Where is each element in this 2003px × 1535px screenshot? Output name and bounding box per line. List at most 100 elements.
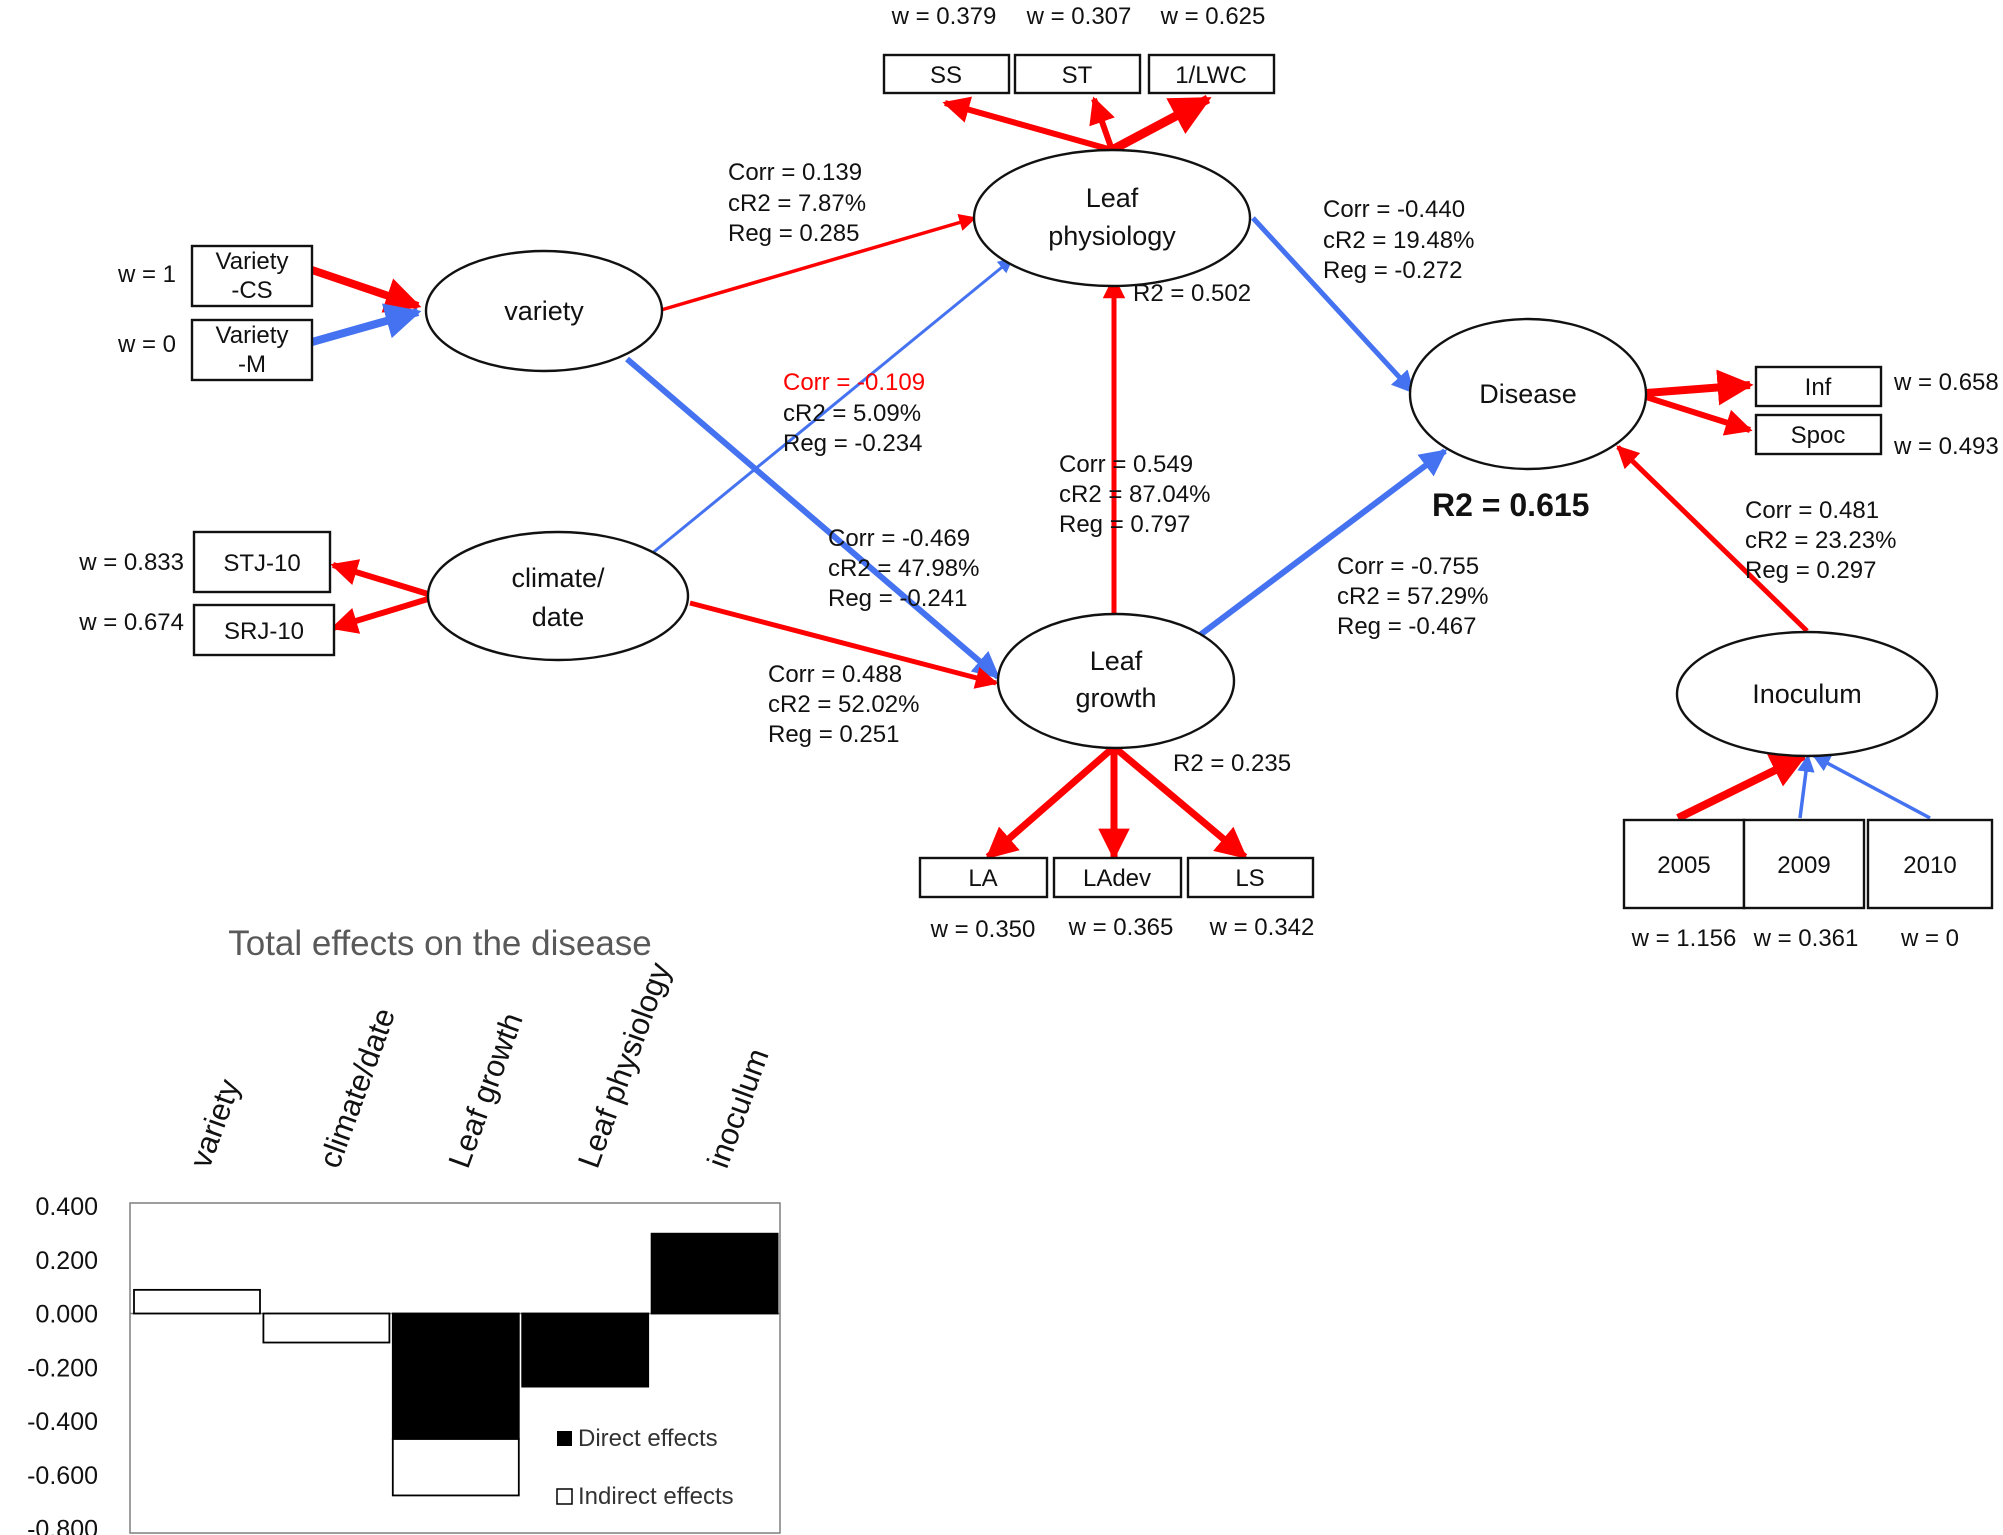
coef-climate-physiology-cr2: cR2 = 5.09% <box>783 400 921 427</box>
arrow-spoc <box>1645 394 1753 436</box>
weights: w = 1 w = 0 w = 0.833 w = 0.674 w = 0.37… <box>78 3 1999 952</box>
category-label: climate/date <box>312 1003 402 1172</box>
box-2005 <box>1622 818 1746 910</box>
coef-physiology-disease-cr2: cR2 = 19.48% <box>1323 227 1474 254</box>
arrow-variety-m <box>310 303 422 346</box>
label-la: LA <box>968 865 997 892</box>
box-inf <box>1754 365 1883 408</box>
chart-bars <box>133 1232 779 1497</box>
label-srj: SRJ-10 <box>224 618 304 645</box>
y-tick-label: 0.200 <box>35 1247 98 1275</box>
label-variety-cs-2: -CS <box>231 277 272 304</box>
coef-climate-physiology-corr: Corr = -0.109 <box>783 369 925 396</box>
arrow-la <box>985 744 1117 860</box>
category-label: Leaf physiology <box>571 958 678 1173</box>
chart-title: Total effects on the disease <box>228 924 652 963</box>
coef-inoculum-disease-cr2: cR2 = 23.23% <box>1745 527 1896 554</box>
coef-climate-physiology-reg: Reg = -0.234 <box>783 430 922 457</box>
r2-growth: R2 = 0.235 <box>1173 750 1291 777</box>
coef-variety-physiology-corr: Corr = 0.139 <box>728 159 862 186</box>
legend-label-indirect: Indirect effects <box>578 1483 734 1510</box>
y-tick-label: -0.400 <box>27 1408 98 1436</box>
bar-indirect-effect <box>391 1438 520 1497</box>
y-tick-label: 0.000 <box>35 1301 98 1329</box>
weight-st: w = 0.307 <box>1026 3 1132 30</box>
label-stj: STJ-10 <box>223 550 300 577</box>
arrow-growth-disease <box>1198 448 1448 638</box>
arrow-2010 <box>1812 754 1931 820</box>
weight-ls: w = 0.342 <box>1209 914 1315 941</box>
arrow-ls <box>1111 744 1248 860</box>
label-ls: LS <box>1235 865 1264 892</box>
ellipse-inoculum <box>1675 630 1939 758</box>
box-la <box>918 856 1049 899</box>
arrow-2009 <box>1797 754 1815 819</box>
arrow-2005 <box>1676 752 1808 822</box>
arrow-variety-growth <box>625 356 1001 680</box>
label-variety-m-1: Variety <box>216 322 289 349</box>
ellipse-leaf-growth <box>996 612 1236 750</box>
arrow-climate-physiology <box>649 257 1014 557</box>
label-disease: Disease <box>1479 379 1577 409</box>
legend-swatch-indirect <box>556 1488 573 1505</box>
label-variety: variety <box>504 296 584 326</box>
y-tick-label: -0.600 <box>27 1462 98 1490</box>
r2-disease: R2 = 0.615 <box>1432 487 1589 523</box>
box-ladev <box>1052 856 1183 899</box>
box-st <box>1013 53 1142 95</box>
arrow-inoculum-disease <box>1616 445 1809 633</box>
coef-growth-disease-corr: Corr = -0.755 <box>1337 553 1479 580</box>
label-st: ST <box>1062 62 1093 89</box>
box-variety-m <box>190 318 314 382</box>
label-ss: SS <box>930 62 962 89</box>
label-spoc: Spoc <box>1791 422 1846 449</box>
box-2010 <box>1866 818 1994 910</box>
coef-growth-physiology-cr2: cR2 = 87.04% <box>1059 481 1210 508</box>
coef-growth-physiology-corr: Corr = 0.549 <box>1059 451 1193 478</box>
coef-growth-disease-reg: Reg = -0.467 <box>1337 613 1476 640</box>
legend-label-direct: Direct effects <box>578 1425 718 1452</box>
weight-2009: w = 0.361 <box>1753 925 1859 952</box>
label-growth-2: growth <box>1075 683 1156 713</box>
arrows <box>310 95 1931 861</box>
coef-physiology-disease-corr: Corr = -0.440 <box>1323 196 1465 223</box>
arrow-lwc <box>1109 95 1212 154</box>
weight-inf: w = 0.658 <box>1893 369 1999 396</box>
bar-indirect-effect <box>262 1312 391 1344</box>
label-lwc: 1/LWC <box>1175 62 1247 89</box>
box-variety-cs <box>190 244 314 308</box>
coef-inoculum-disease-reg: Reg = 0.297 <box>1745 557 1876 584</box>
chart-plot-border <box>129 1202 781 1534</box>
latent-variables: variety climate/ date Leaf physiology Le… <box>424 148 1939 758</box>
category-label: inoculum <box>700 1044 775 1173</box>
legend-swatch-direct <box>557 1431 572 1446</box>
box-stj <box>192 530 332 594</box>
box-lwc <box>1147 53 1276 95</box>
y-tick-label: -0.800 <box>27 1516 98 1535</box>
coef-variety-growth-cr2: cR2 = 47.98% <box>828 555 979 582</box>
coef-physiology-disease-reg: Reg = -0.272 <box>1323 257 1462 284</box>
y-tick-label: -0.200 <box>27 1354 98 1382</box>
coef-variety-growth-reg: Reg = -0.241 <box>828 585 967 612</box>
label-2010: 2010 <box>1903 852 1956 879</box>
coef-inoculum-disease-corr: Corr = 0.481 <box>1745 497 1879 524</box>
bar-direct-effect <box>391 1312 520 1440</box>
weight-variety-cs: w = 1 <box>117 261 176 288</box>
weight-la: w = 0.350 <box>930 916 1036 943</box>
y-tick-label: 0.400 <box>35 1193 98 1221</box>
label-inf: Inf <box>1805 374 1832 401</box>
label-ladev: LAdev <box>1083 865 1151 892</box>
weight-2005: w = 1.156 <box>1631 925 1737 952</box>
weight-stj: w = 0.833 <box>78 549 184 576</box>
category-label: variety <box>183 1074 247 1172</box>
weight-ss: w = 0.379 <box>891 3 997 30</box>
path-coefficients: Corr = 0.139 cR2 = 7.87% Reg = 0.285 Cor… <box>728 159 1896 777</box>
label-physiology-2: physiology <box>1048 221 1176 251</box>
coef-climate-growth-corr: Corr = 0.488 <box>768 661 902 688</box>
total-effects-chart: Total effects on the disease variety clim… <box>27 924 781 1535</box>
weight-srj: w = 0.674 <box>78 609 184 636</box>
bar-indirect-effect <box>133 1288 261 1315</box>
arrow-climate-growth <box>689 600 999 689</box>
